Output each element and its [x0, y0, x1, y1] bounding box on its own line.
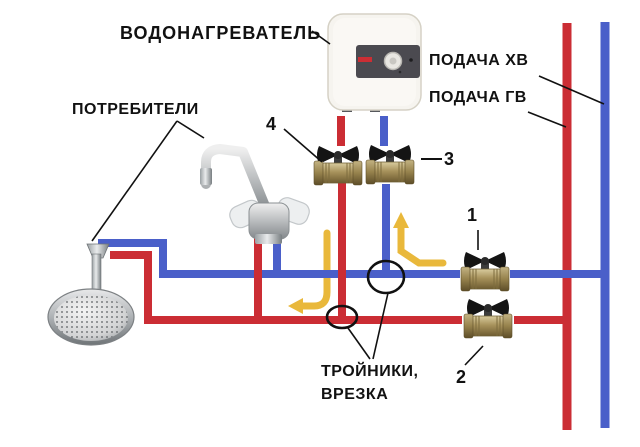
ball-valve-2	[463, 298, 513, 339]
leader-water-heater	[311, 30, 331, 45]
ball-valve-1	[460, 251, 510, 292]
leader-tees-hot	[347, 327, 371, 360]
valve-4-number: 4	[266, 114, 277, 134]
ball-valve-3	[365, 144, 415, 185]
valve-1-number: 1	[467, 205, 478, 225]
water-heater-image	[327, 13, 422, 112]
ball-valve-4	[313, 145, 363, 186]
tee-annotations	[325, 259, 406, 330]
shower-head-icon	[47, 243, 135, 346]
consumers-label: ПОТРЕБИТЕЛИ	[72, 101, 199, 118]
cold-water-pipes	[98, 22, 610, 428]
flow-arrow-up-icon	[393, 212, 447, 267]
flow-arrows	[288, 212, 447, 314]
leader-cold-supply	[538, 75, 605, 105]
leader-lines	[91, 30, 605, 366]
hot-water-pipes	[110, 116, 567, 324]
tee-circle-hot-icon	[325, 304, 359, 330]
water-heater-label: ВОДОНАГРЕВАТЕЛЬ	[120, 23, 322, 43]
valve-2-number: 2	[456, 367, 467, 387]
tee-circle-cold-icon	[366, 259, 406, 295]
hot-supply-label: ПОДАЧА ГВ	[429, 89, 527, 106]
leader-valve-2	[464, 345, 484, 366]
leader-hot-supply	[527, 111, 567, 128]
cold-supply-label: ПОДАЧА ХВ	[429, 52, 529, 69]
valve-3-number: 3	[444, 149, 455, 169]
leader-tees-cold	[372, 292, 389, 360]
tees-tiein-label: ТРОЙНИКИ, ВРЕЗКА	[321, 363, 419, 404]
flow-arrow-left-icon	[288, 229, 331, 314]
faucet-icon	[200, 144, 310, 244]
leader-consumers-faucet	[176, 120, 205, 139]
leader-valve-4	[283, 128, 323, 163]
leader-consumers-shower	[91, 120, 178, 242]
